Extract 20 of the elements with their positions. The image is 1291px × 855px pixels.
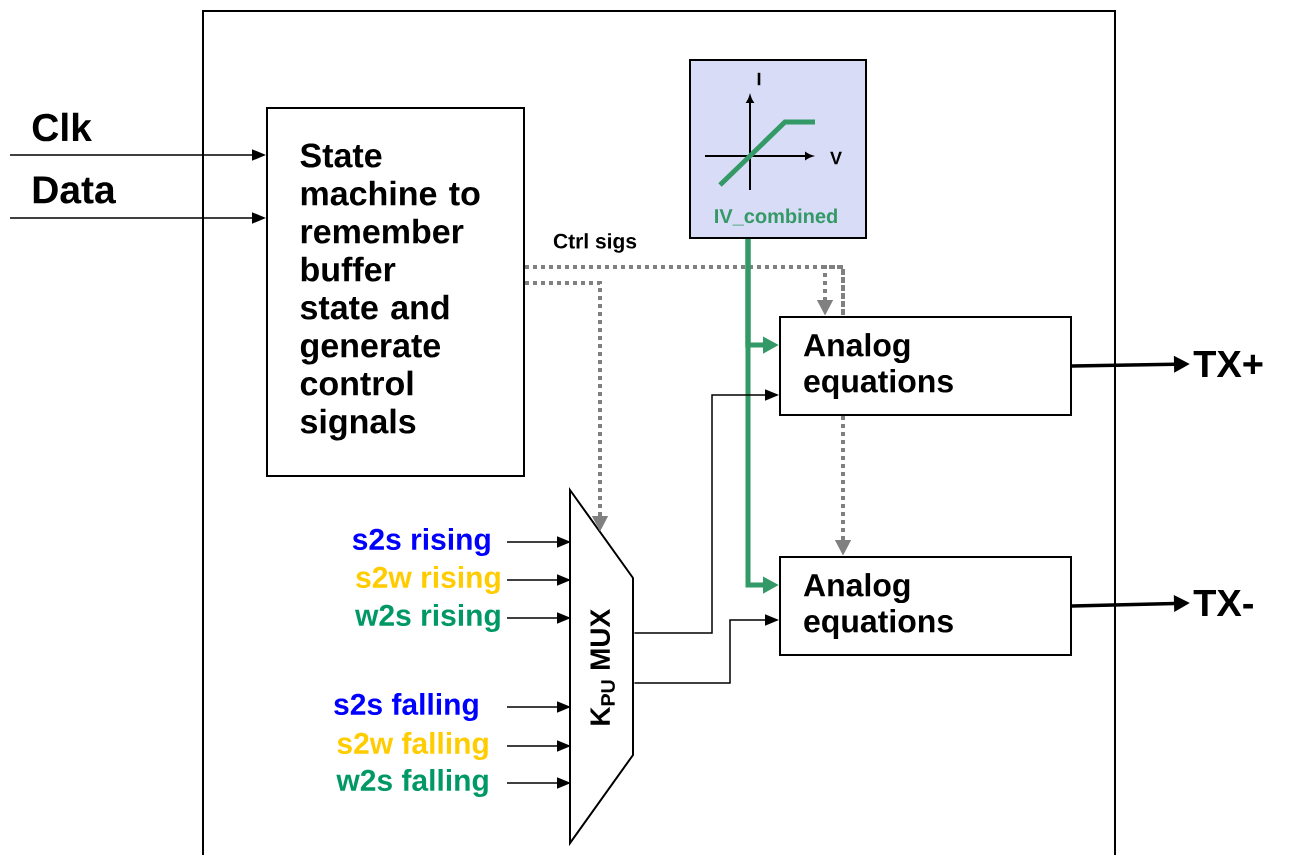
iv-plot-box — [689, 59, 867, 239]
edge-label: Clk — [32, 112, 92, 142]
edge-label: Ctrl sigs — [553, 233, 637, 253]
process-box: Analog equations — [779, 556, 1072, 656]
output-label: TX- — [1193, 589, 1253, 617]
signal-label: s2s falling — [334, 692, 478, 722]
process-box: Analog equations — [779, 316, 1072, 416]
process-box: State machine to remember buffer state and generate control signals — [266, 107, 525, 477]
plot-caption: IV_combined — [715, 208, 837, 226]
signal-label: s2w rising — [356, 565, 500, 595]
frame-box — [202, 10, 1116, 855]
signal-label: w2s falling — [336, 768, 488, 798]
axis-label: V — [830, 151, 842, 165]
axis-label: I — [757, 72, 761, 86]
arrow — [525, 265, 845, 318]
edge-label: Data — [33, 176, 116, 204]
signal-label: w2s rising — [355, 603, 500, 633]
signal-label: s2s rising — [352, 527, 490, 557]
signal-label: s2w falling — [337, 731, 488, 761]
output-label: TX+ — [1193, 350, 1263, 378]
